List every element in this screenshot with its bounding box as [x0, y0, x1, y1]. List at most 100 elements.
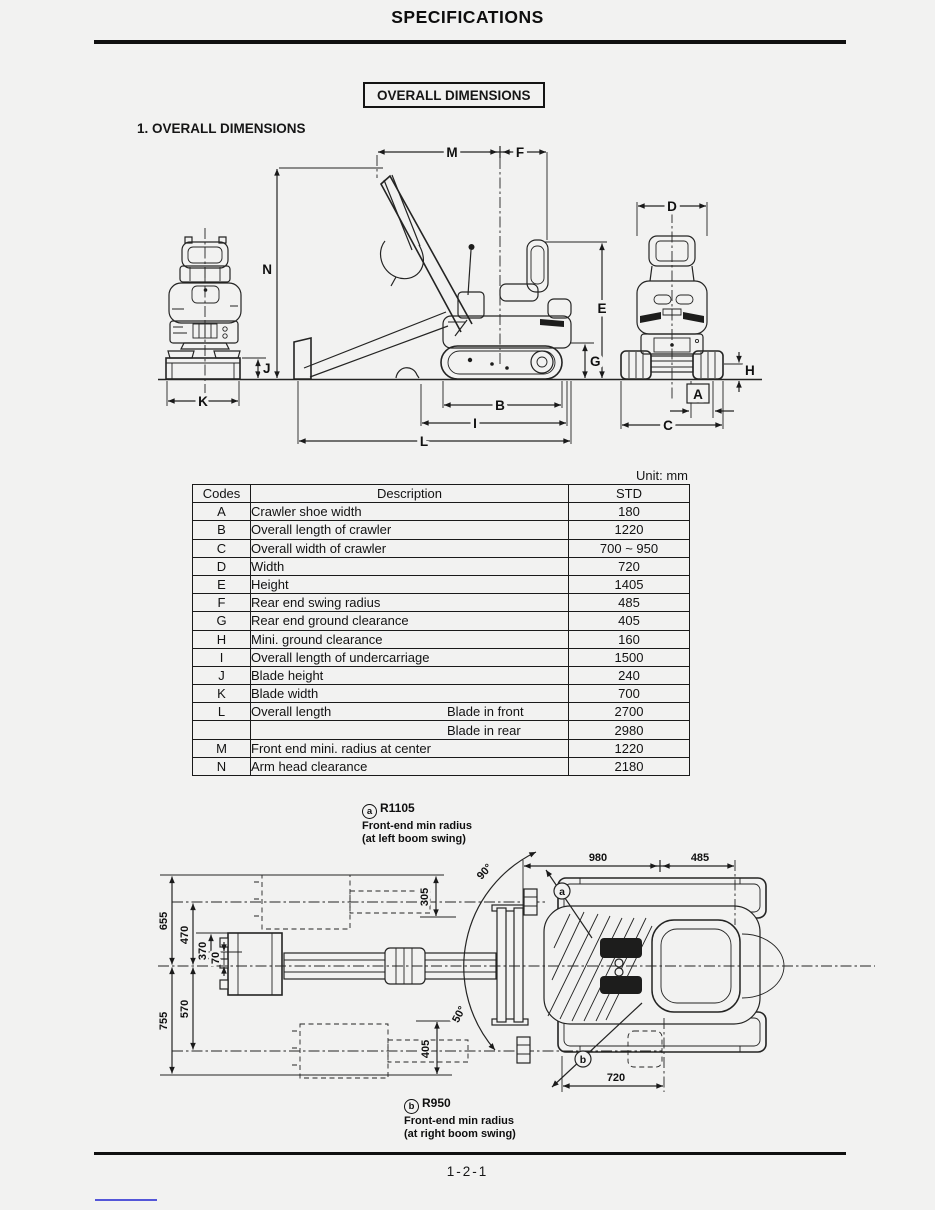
boxed-heading: OVERALL DIMENSIONS: [363, 82, 545, 108]
description-cell: Blade height: [250, 665, 569, 686]
code-cell: K: [192, 684, 251, 704]
dim-485: 485: [691, 852, 709, 864]
angle-50: 50°: [450, 1004, 468, 1024]
front-view-dimensions: J K N: [166, 167, 383, 413]
std-cell: 405: [568, 611, 690, 631]
dim-label-l: L: [420, 434, 428, 449]
circled-a-mark: a: [362, 804, 377, 819]
dim-570: 570: [179, 1000, 191, 1018]
page-title: SPECIFICATIONS: [391, 7, 544, 27]
rear-view-drawing: [620, 212, 724, 400]
description-cell: Crawler shoe width: [250, 502, 569, 522]
description-cell: Overall length of undercarriage: [250, 647, 569, 667]
description-cell: Rear end ground clearance: [250, 611, 569, 631]
front-view-drawing: [165, 228, 242, 396]
link-underline: [95, 1199, 157, 1201]
header-codes: Codes: [192, 483, 251, 504]
dim-980: 980: [589, 852, 607, 864]
top-view-drawing: 655 470 370 70 570 755 305 405: [156, 850, 875, 1092]
code-cell: B: [192, 520, 251, 540]
bottom-dimension: 720: [561, 1018, 665, 1092]
page-number: 1-2-1: [446, 1164, 489, 1179]
dim-70: 70: [210, 952, 222, 964]
dim-label-a: A: [693, 387, 703, 402]
code-cell: [192, 720, 251, 740]
code-cell: D: [192, 556, 251, 576]
rear-view-dimensions: D H A C: [620, 196, 758, 437]
dim-370: 370: [197, 942, 209, 960]
dim-label-h: H: [745, 363, 755, 378]
dim-label-e: E: [597, 301, 606, 316]
description-cell: Blade width: [250, 684, 569, 704]
dim-label-f: F: [516, 145, 524, 160]
description-cell: Height: [250, 574, 569, 595]
note-b-line1: Front-end min radius: [404, 1115, 514, 1127]
code-cell: F: [192, 593, 251, 613]
section-heading: 1. OVERALL DIMENSIONS: [137, 121, 306, 136]
code-cell: N: [192, 756, 251, 777]
code-cell: A: [192, 502, 251, 522]
unit-label: Unit: mm: [636, 468, 688, 483]
std-cell: 1405: [568, 574, 690, 595]
std-cell: 1500: [568, 647, 690, 667]
description-cell: Front end mini. radius at center: [250, 738, 569, 758]
note-b-line2: (at right boom swing): [404, 1127, 516, 1140]
circled-b-marker: b: [580, 1054, 586, 1066]
std-cell: 2980: [568, 720, 690, 740]
dim-label-c: C: [663, 418, 673, 433]
std-cell: 2180: [568, 756, 690, 777]
dim-label-n: N: [262, 262, 272, 277]
radius-b-value: R950: [422, 1096, 451, 1110]
dim-305: 305: [419, 888, 431, 906]
dim-label-j: J: [263, 361, 271, 376]
dim-label-g: G: [590, 354, 601, 369]
std-cell: 1220: [568, 738, 690, 758]
dim-label-d: D: [667, 199, 677, 214]
dim-755: 755: [158, 1012, 170, 1030]
code-cell: L: [192, 702, 251, 722]
table-header-row: Codes Description STD: [192, 483, 690, 504]
description-cell: Blade in rear: [250, 720, 569, 740]
std-cell: 720: [568, 556, 690, 576]
std-cell: 160: [568, 629, 690, 649]
dim-405: 405: [420, 1040, 432, 1058]
std-cell: 700: [568, 684, 690, 704]
circled-b-mark: b: [404, 1099, 419, 1114]
note-a-line1: Front-end min radius: [362, 820, 472, 832]
circled-a-marker: a: [559, 886, 565, 898]
std-cell: 700 ~ 950: [568, 538, 690, 558]
dim-label-i: I: [473, 416, 477, 431]
std-cell: 2700: [568, 702, 690, 722]
dim-label-b: B: [495, 398, 505, 413]
code-cell: G: [192, 611, 251, 631]
top-dimensions: 980 485: [522, 850, 736, 935]
footer-rule: [94, 1152, 846, 1155]
description-cell: Rear end swing radius: [250, 593, 569, 613]
description-cell: Width: [250, 556, 569, 576]
note-a-line2: (at left boom swing): [362, 832, 466, 845]
dim-470: 470: [179, 926, 191, 944]
header-rule: [94, 40, 846, 44]
dim-720: 720: [607, 1072, 625, 1084]
dim-label-m: M: [446, 145, 457, 160]
code-cell: C: [192, 538, 251, 558]
offset-dimensions: 305 405: [417, 876, 440, 1074]
header-std: STD: [568, 483, 690, 504]
radius-a-value: R1105: [380, 801, 415, 815]
overall-dimensions-drawing: J K N: [158, 142, 762, 453]
code-cell: H: [192, 629, 251, 649]
